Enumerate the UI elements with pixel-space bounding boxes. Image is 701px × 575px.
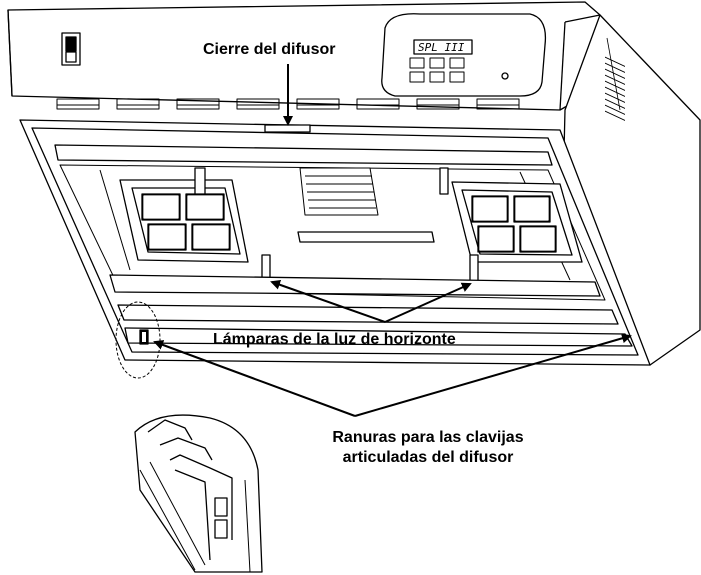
- arrow-slot-left: [153, 340, 356, 417]
- panel-display: [413, 39, 473, 55]
- panel-keypad: [409, 57, 465, 83]
- label-horizon-lamps: Lámparas de la luz de horizonte: [213, 331, 456, 348]
- hinge-detail-callout-ring: [115, 301, 161, 379]
- side-vent-grille: [605, 52, 625, 122]
- label-diffuser-latch: Cierre del difusor: [203, 40, 336, 60]
- callout-arrows: [153, 64, 632, 417]
- label-hinge-slots: Ranuras para las clavijas articuladas de…: [288, 428, 568, 468]
- hinge-slot-zoom-inset: [134, 414, 263, 573]
- panel-display-readout: SPL III: [418, 41, 465, 54]
- center-board: [299, 167, 379, 216]
- lamp-module-left: [119, 179, 249, 263]
- panel-indicator-led: [501, 72, 509, 80]
- horizon-lamp-tube-lower: [117, 304, 619, 325]
- horizon-lamp-tube-upper: [109, 274, 601, 297]
- diffuser-latch: [264, 124, 311, 133]
- lamp-module-right: [451, 181, 583, 263]
- label-hinge-slots-line1: Ranuras para las clavijas: [332, 429, 524, 446]
- top-vent-slots: [56, 98, 520, 110]
- top-lamp-tube: [54, 144, 553, 166]
- arrow-lamp-right: [384, 282, 472, 323]
- arrow-slot-right: [354, 333, 632, 417]
- control-panel: [381, 13, 547, 97]
- label-hinge-slots-line2: articuladas del difusor: [342, 449, 514, 466]
- center-rod: [297, 231, 435, 243]
- arrow-lamp-left: [270, 279, 386, 323]
